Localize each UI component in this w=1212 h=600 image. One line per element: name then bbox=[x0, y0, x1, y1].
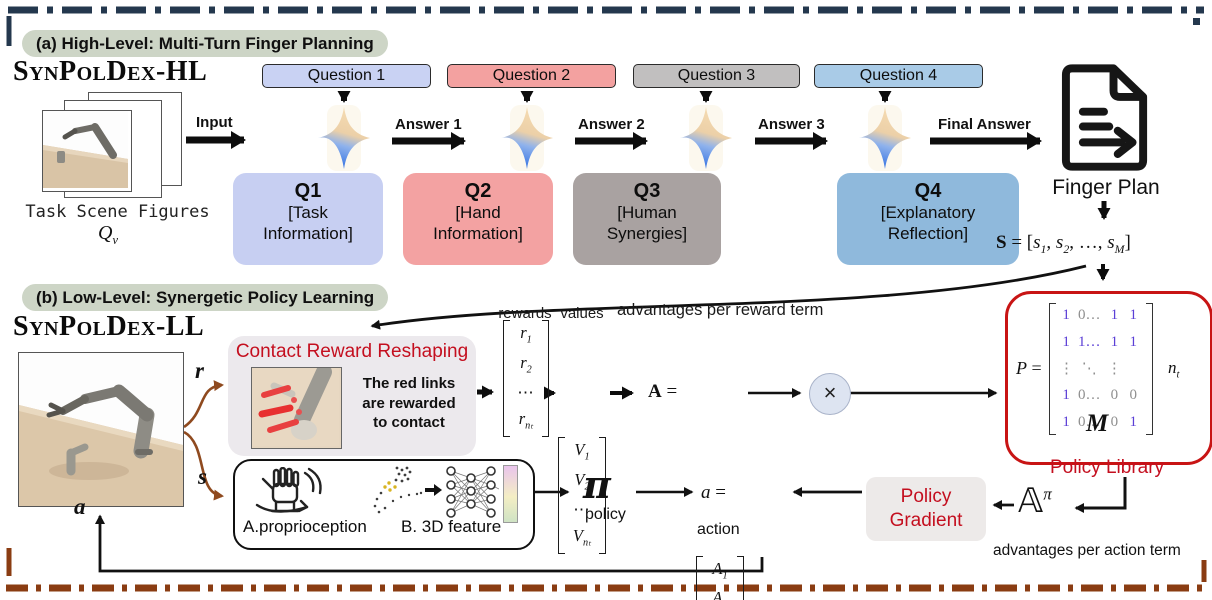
observation-box: A.proprioception bbox=[233, 459, 535, 550]
answer1-label: Answer 1 bbox=[395, 116, 462, 133]
plan-to-contact-curve bbox=[370, 264, 1087, 330]
contact-reward-reshaping-box: Contact Reward Reshaping The red links a… bbox=[228, 336, 476, 456]
p-matrix-prefix: P = bbox=[1016, 358, 1042, 378]
action-label: action bbox=[697, 521, 740, 538]
task-scene-card-front bbox=[42, 110, 132, 192]
q1-title: Q1 bbox=[294, 180, 322, 202]
values-label: values bbox=[560, 305, 604, 322]
advantage-eq-prefix: A = bbox=[648, 381, 678, 402]
matrix-rows-dim: nt bbox=[1168, 358, 1180, 381]
question-3-pill: Question 3 bbox=[633, 64, 800, 88]
advantages-reward-label: advantages per reward term bbox=[617, 301, 824, 319]
state-signal-arrow bbox=[183, 430, 224, 501]
llm-sparkle-icon bbox=[318, 105, 370, 171]
answer3-label: Answer 3 bbox=[758, 116, 825, 133]
question-2-pill: Question 2 bbox=[447, 64, 616, 88]
contact-reward-note: The red links are rewarded to contact bbox=[362, 375, 456, 431]
neural-network-icon bbox=[446, 466, 499, 518]
advantages-vector: A1A2⋯Anₜ bbox=[696, 556, 744, 600]
question-4-pill: Question 4 bbox=[814, 64, 983, 88]
proprioception-hand-icon bbox=[255, 467, 322, 513]
q2-title: Q2 bbox=[464, 180, 492, 202]
question-1-pill: Question 1 bbox=[262, 64, 431, 88]
environment-scene-image bbox=[18, 352, 184, 507]
advantages-action-label: advantages per action term bbox=[993, 542, 1181, 559]
finger-plan-label: Finger Plan bbox=[1052, 176, 1160, 199]
q1-box: Q1 [Task Information] bbox=[233, 173, 383, 265]
finger-plan-sequence-equation: S = [s1, s2, …, sM] bbox=[996, 232, 1131, 256]
llm-sparkle-icon bbox=[501, 105, 553, 171]
3d-feature-label: B. 3D feature bbox=[401, 517, 502, 536]
reward-signal-arrow bbox=[183, 380, 224, 429]
matrix-cols-dim: M bbox=[1086, 410, 1109, 437]
reward-signal-label: r bbox=[195, 358, 204, 383]
q4-box: Q4 [Explanatory Reflection] bbox=[837, 173, 1019, 265]
policy-gradient-box: Policy Gradient bbox=[866, 477, 986, 541]
rewards-label: rewards bbox=[498, 305, 552, 322]
final-answer-label: Final Answer bbox=[938, 116, 1031, 133]
proprioception-label: A.proprioception bbox=[243, 517, 367, 536]
input-label: Input bbox=[196, 114, 233, 131]
feature-vector-bar bbox=[503, 465, 518, 523]
q2-box: Q2 [Hand Information] bbox=[403, 173, 553, 265]
q3-box: Q3 [Human Synergies] bbox=[573, 173, 721, 265]
multiply-node: × bbox=[809, 373, 851, 415]
action-eq-prefix: a = bbox=[701, 482, 726, 503]
scene-symbol-qv: Qv bbox=[98, 222, 118, 247]
point-cloud-icon bbox=[373, 466, 423, 514]
action-feedback-line bbox=[95, 514, 764, 573]
section-b-header: (b) Low-Level: Synergetic Policy Learnin… bbox=[22, 284, 389, 311]
brand-synpoldex-hl: SynPolDex-HL bbox=[13, 56, 208, 87]
finger-plan-document-icon bbox=[1061, 64, 1148, 171]
q4-title: Q4 bbox=[914, 180, 942, 202]
q3-title: Q3 bbox=[633, 180, 661, 202]
llm-sparkle-icon bbox=[859, 105, 911, 171]
contact-links-image bbox=[251, 367, 342, 449]
task-scene-caption: Task Scene Figures bbox=[25, 202, 210, 222]
answer2-label: Answer 2 bbox=[578, 116, 645, 133]
section-a-header: (a) High-Level: Multi-Turn Finger Planni… bbox=[22, 30, 388, 57]
llm-sparkle-icon bbox=[680, 105, 732, 171]
action-signal-label: a bbox=[74, 494, 86, 519]
robot-scene-thumbnail bbox=[43, 111, 128, 188]
policy-pi-symbol: π bbox=[583, 462, 611, 507]
policy-label: policy bbox=[585, 506, 626, 523]
policy-library-caption: Policy Library bbox=[1050, 457, 1165, 478]
cloud-to-net-arrow bbox=[425, 484, 442, 496]
contact-reward-title: Contact Reward Reshaping bbox=[235, 341, 469, 362]
advantage-set-symbol: 𝔸π bbox=[1018, 481, 1052, 521]
brand-synpoldex-ll: SynPolDex-LL bbox=[13, 311, 205, 342]
state-signal-label: s bbox=[198, 464, 207, 489]
